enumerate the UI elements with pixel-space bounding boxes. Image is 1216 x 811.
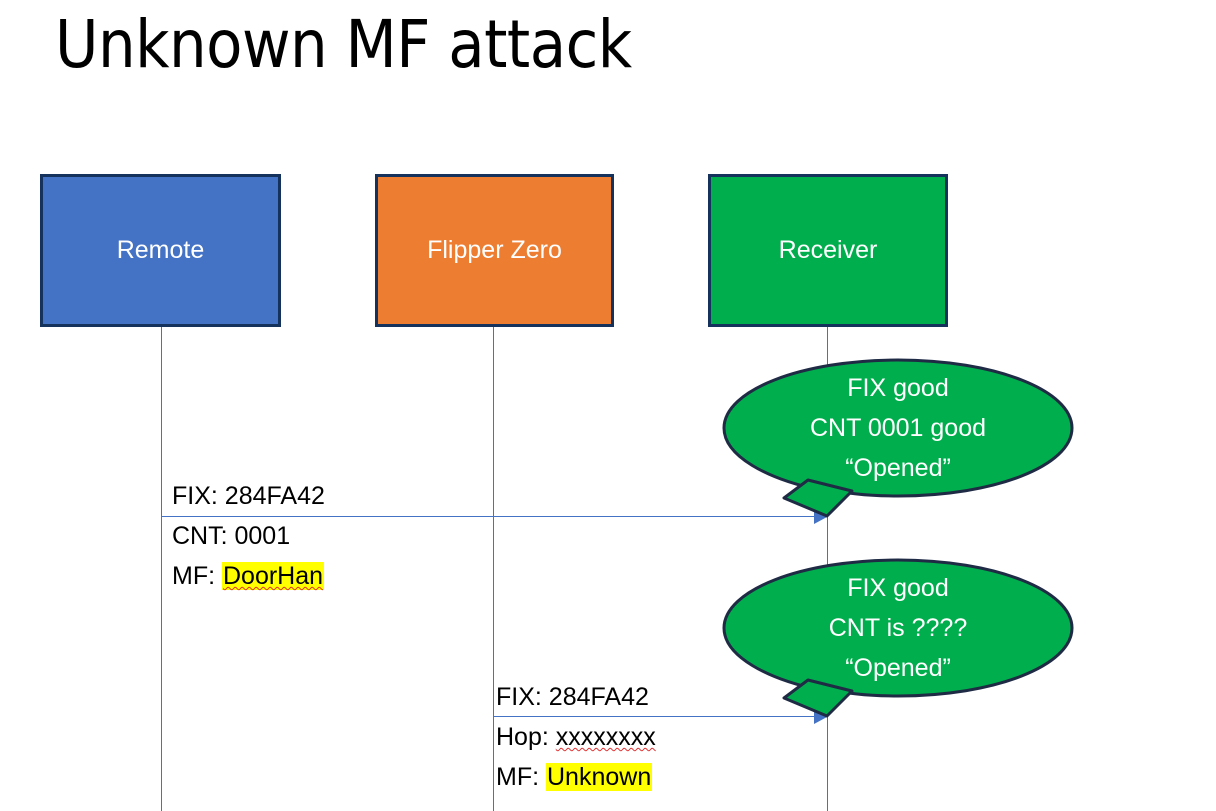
message-line: Hop: xxxxxxxx bbox=[496, 717, 656, 757]
message-arrow-remote-to-receiver bbox=[161, 516, 821, 517]
message-line: MF: DoorHan bbox=[172, 556, 325, 596]
speech-bubble-shape bbox=[722, 358, 1074, 518]
actor-box-receiver[interactable]: Receiver bbox=[708, 174, 948, 327]
actor-label-remote: Remote bbox=[116, 235, 205, 264]
message-line: FIX: 284FA42 bbox=[172, 476, 325, 516]
actor-box-remote[interactable]: Remote bbox=[40, 174, 281, 327]
actor-box-flipper-zero[interactable]: Flipper Zero bbox=[375, 174, 614, 327]
speech-bubble-receiver-response-1[interactable]: FIX good CNT 0001 good “Opened” bbox=[722, 358, 1074, 520]
page-title: Unknown MF attack bbox=[55, 6, 632, 83]
message-line: FIX: 284FA42 bbox=[496, 677, 656, 717]
message-line-prefix: MF: bbox=[496, 763, 546, 791]
lifeline-flipper-zero bbox=[493, 327, 494, 811]
message-line-prefix: FIX: bbox=[172, 482, 225, 510]
message-line-prefix: Hop: bbox=[496, 723, 556, 751]
message-line-prefix: CNT: bbox=[172, 522, 235, 550]
message-line-prefix: MF: bbox=[172, 562, 222, 590]
lifeline-remote bbox=[161, 327, 162, 811]
message-label-flipper-to-receiver: FIX: 284FA42 Hop: xxxxxxxx MF: Unknown bbox=[496, 677, 656, 797]
message-line-prefix: FIX: bbox=[496, 683, 549, 711]
actor-label-receiver: Receiver bbox=[778, 235, 878, 264]
speech-bubble-receiver-response-2[interactable]: FIX good CNT is ???? “Opened” bbox=[722, 558, 1074, 720]
message-arrow-flipper-to-receiver bbox=[493, 716, 821, 717]
message-line-value: 284FA42 bbox=[548, 683, 649, 711]
message-line-value: xxxxxxxx bbox=[555, 723, 656, 751]
message-line-value-highlighted: Unknown bbox=[546, 763, 653, 791]
message-line-value: 284FA42 bbox=[224, 482, 325, 510]
speech-bubble-shape bbox=[722, 558, 1074, 718]
message-line: MF: Unknown bbox=[496, 757, 656, 797]
message-line-value: 0001 bbox=[234, 522, 291, 550]
message-line: CNT: 0001 bbox=[172, 516, 325, 556]
message-label-remote-to-receiver: FIX: 284FA42 CNT: 0001 MF: DoorHan bbox=[172, 476, 325, 596]
message-line-value-highlighted: DoorHan bbox=[222, 562, 325, 590]
actor-label-flipper-zero: Flipper Zero bbox=[427, 235, 562, 264]
